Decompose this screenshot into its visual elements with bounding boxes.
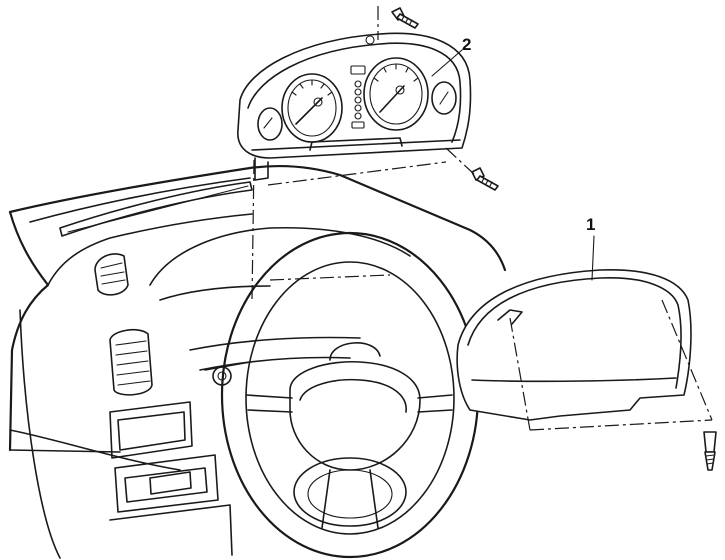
- tachometer-gauge: [281, 73, 343, 143]
- left-small-gauge: [257, 107, 283, 141]
- right-small-gauge: [431, 81, 457, 115]
- callout-1-label: 1: [586, 215, 595, 234]
- dashboard: [8, 164, 507, 559]
- cluster-2-mount-guides: [251, 6, 475, 301]
- callout-1: 1: [586, 215, 595, 281]
- callout-2-label: 2: [462, 35, 471, 54]
- steering-wheel: [220, 231, 480, 559]
- mounting-screw-top: [391, 7, 419, 29]
- instrument-cluster-2: [237, 32, 472, 181]
- callout-2: 2: [431, 35, 471, 77]
- mounting-screw-lower: [703, 431, 717, 471]
- speedometer-gauge: [363, 57, 429, 131]
- warning-lights-column: [350, 65, 366, 129]
- mounting-screw-right: [471, 167, 499, 191]
- instrument-cluster-housing-1: [456, 268, 713, 431]
